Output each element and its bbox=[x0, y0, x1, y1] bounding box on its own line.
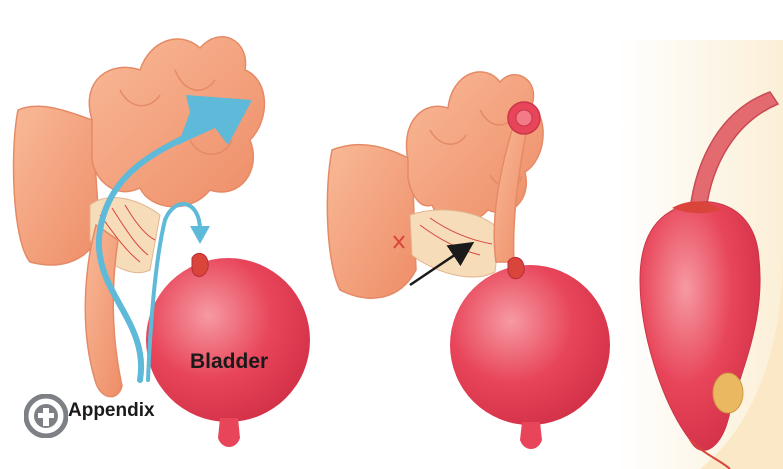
bladder-1 bbox=[146, 258, 310, 422]
panel-cross-section bbox=[618, 40, 783, 469]
publisher-logo-icon bbox=[24, 394, 68, 438]
panel-before-procedure bbox=[14, 37, 310, 447]
bladder-2 bbox=[450, 265, 610, 425]
bladder-neck-2 bbox=[520, 422, 542, 449]
bladder-label: Bladder bbox=[190, 350, 268, 374]
panel-after-procedure bbox=[327, 72, 610, 449]
bladder-neck-1 bbox=[218, 418, 240, 447]
appendix-label: Appendix bbox=[68, 400, 155, 422]
colon-left bbox=[14, 106, 100, 265]
stone bbox=[713, 373, 743, 413]
appendix bbox=[85, 225, 122, 397]
colon-middle bbox=[327, 145, 416, 299]
mesentery-2 bbox=[410, 210, 500, 277]
